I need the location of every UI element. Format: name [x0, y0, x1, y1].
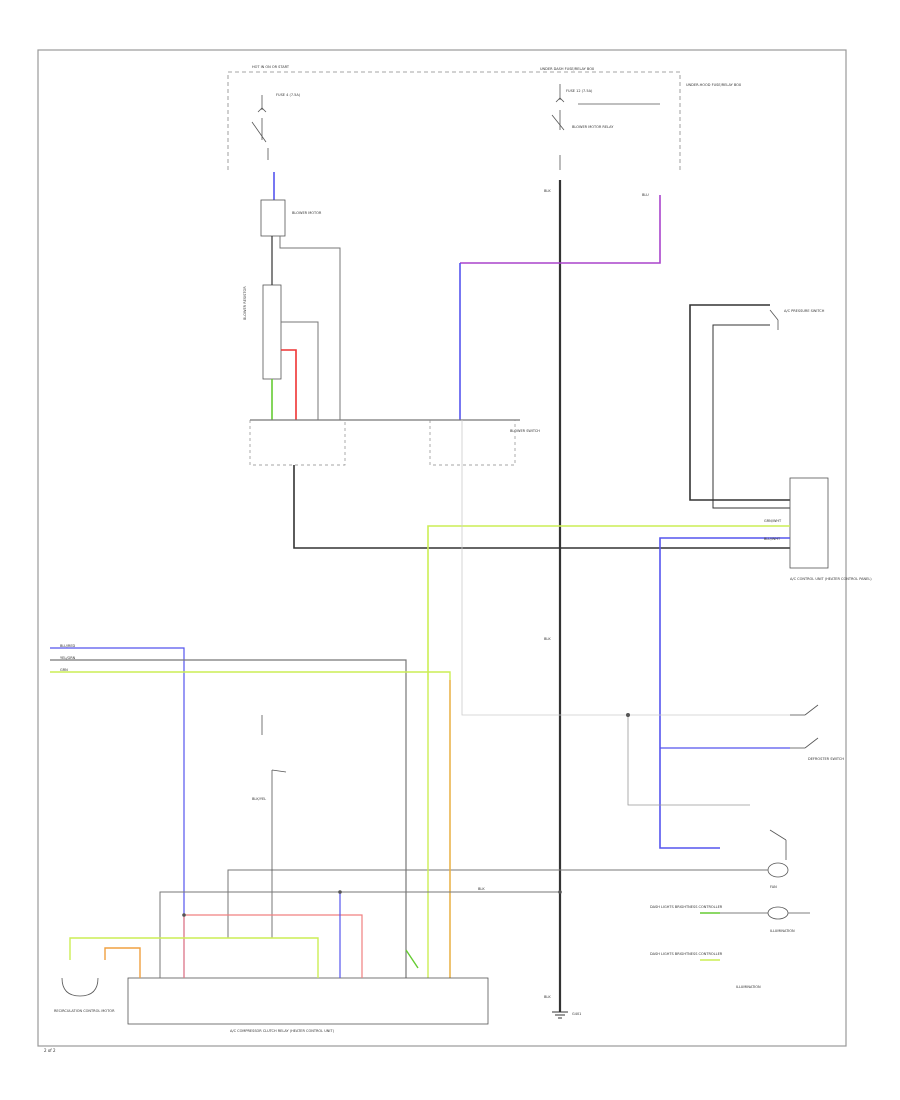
wire-green-small — [405, 949, 419, 969]
wire-red-resistor — [281, 349, 297, 420]
blower-switch-outline — [249, 420, 516, 466]
fuse-box-top-label: HOT IN ON OR START — [252, 65, 290, 69]
diagram-border — [37, 49, 847, 1047]
wire-violet-top — [460, 195, 661, 264]
recirc-motor-label: RECIRCULATION CONTROL MOTOR — [54, 1009, 115, 1013]
fuse-right — [551, 84, 660, 170]
blower-resistor — [262, 284, 282, 380]
wire-label-violet: BLU — [642, 193, 649, 197]
ac-compressor-unit — [127, 977, 489, 1025]
wire-black-ac-2 — [712, 324, 790, 509]
ac-compressor-unit-label: A/C COMPRESSOR CLUTCH RELAY (HEATER CONT… — [230, 1029, 335, 1033]
blower-resistor-label: BLOWER RESISTOR — [243, 286, 247, 320]
fuse-box-top-label-2: UNDER DASH FUSE/RELAY BOX — [540, 67, 595, 71]
illumination-bottom-label: ILLUMINATION — [736, 985, 761, 989]
fuse-left — [251, 95, 269, 160]
wire-gray-thin — [461, 420, 790, 716]
ac-pressure-switch — [769, 309, 779, 330]
fan-motor — [767, 829, 789, 878]
dash-lights-label-2: DASH LIGHTS BRIGHTNESS CONTROLLER — [650, 952, 723, 956]
wire-gray-fan — [227, 869, 768, 938]
wire-label-blk-top: BLK — [544, 189, 551, 193]
wire-black-ac-1 — [689, 304, 790, 501]
wire-gray-blower — [279, 236, 341, 420]
defroster-switch — [790, 704, 819, 749]
wire-gray-bottom-bus — [159, 891, 560, 978]
wire-label-blk-mid: BLK — [544, 637, 551, 641]
wire-gray-left — [50, 659, 407, 978]
wire-label-blu-red: BLU/RED — [60, 644, 76, 648]
blower-motor-label: BLOWER MOTOR — [292, 211, 322, 215]
fuse-right-label: FUSE 12 (7.5A) — [566, 89, 593, 93]
wire-gray-defroster-2 — [627, 715, 750, 806]
wire-label-yel-grn: YEL/GRN — [60, 656, 76, 660]
blower-motor — [260, 199, 286, 237]
illumination-bulb — [720, 906, 810, 920]
fan-label: FAN — [770, 885, 777, 889]
recirc-motor — [61, 977, 99, 997]
wire-label-blk-yel: BLK/YEL — [252, 797, 266, 801]
relay-box-right-label: UNDER-HOOD FUSE/RELAY BOX — [686, 83, 742, 87]
wire-label-blk-bottom: BLK — [544, 995, 551, 999]
ground-label: G401 — [572, 1012, 581, 1016]
fuse-left-label: FUSE 4 (7.5A) — [276, 93, 301, 97]
wire-label-blk-bus: BLK — [478, 887, 485, 891]
page-number: 2 of 2 — [44, 1048, 56, 1053]
wire-green-bottom — [69, 937, 319, 978]
wire-label-grn-wht: GRN/WHT — [764, 519, 782, 523]
wire-yellowgreen-unit — [427, 525, 790, 680]
ground-g401 — [552, 1011, 568, 1019]
wire-gray-resistor-1 — [281, 321, 319, 420]
wire-blue-unit — [659, 537, 790, 849]
wire-yellowgreen-left — [50, 671, 451, 978]
blower-switch-label: BLOWER SWITCH — [510, 429, 540, 433]
blower-relay-label: BLOWER MOTOR RELAY — [572, 125, 614, 129]
wire-label-grn: GRN — [60, 668, 68, 672]
ac-control-unit-label: A/C CONTROL UNIT (HEATER CONTROL PANEL) — [790, 577, 872, 581]
wire-black-switch-to-unit — [293, 465, 790, 549]
thermo-switch — [261, 715, 287, 938]
illumination-label: ILLUMINATION — [770, 929, 795, 933]
wire-blue-left — [50, 647, 185, 978]
ac-pressure-switch-label: A/C PRESSURE SWITCH — [784, 309, 825, 313]
defroster-switch-label: DEFROSTER SWITCH — [808, 757, 844, 761]
wire-label-blu-wht: BLU/WHT — [764, 537, 781, 541]
ac-control-unit — [789, 477, 829, 569]
fuse-box-top — [227, 71, 681, 170]
wire-orange-bottom — [104, 947, 141, 978]
wire-pink-bottom — [183, 914, 363, 978]
dash-lights-label: DASH LIGHTS BRIGHTNESS CONTROLLER — [650, 905, 723, 909]
